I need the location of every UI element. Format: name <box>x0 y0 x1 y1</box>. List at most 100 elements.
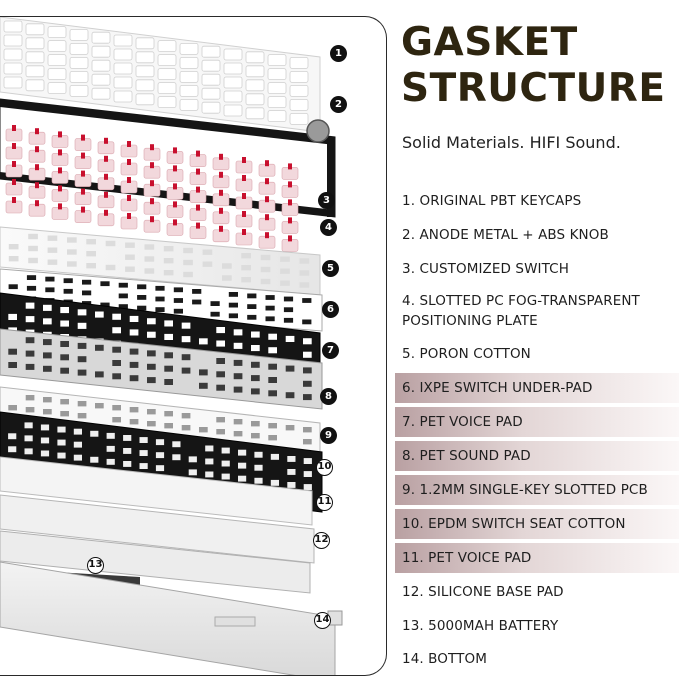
epdm-cotton-layer <box>0 456 313 526</box>
pcb-slot <box>106 432 115 439</box>
feature-label: 1. ORIGINAL PBT KEYCAPS <box>402 193 582 209</box>
plate-slot <box>67 249 77 255</box>
pet-hole <box>164 352 173 359</box>
pcb-slot <box>155 439 165 446</box>
switch-stem <box>150 162 154 169</box>
keycap <box>267 110 287 122</box>
plate-slot <box>241 253 251 259</box>
sound-pad-dot <box>60 411 69 417</box>
keycap <box>157 54 177 66</box>
feature-item-2: 2. ANODE METAL + ABS KNOB <box>395 224 679 246</box>
pet-hole <box>95 344 104 351</box>
poron-hole <box>118 304 128 309</box>
switch-stem <box>242 229 246 235</box>
poron-hole <box>283 307 294 313</box>
feature-item-5: 5. PORON COTTON <box>395 343 679 365</box>
switch-stem <box>12 143 16 149</box>
poron-hole <box>247 314 257 320</box>
poron-hole <box>137 295 147 300</box>
pcb-slot <box>57 452 66 459</box>
switch-stem <box>81 152 85 159</box>
keycap <box>3 62 23 75</box>
ixpe-hole <box>95 311 104 318</box>
feature-label: 10. EPDM SWITCH SEAT COTTON <box>402 516 626 532</box>
ixpe-hole <box>77 309 87 316</box>
plate-slot <box>183 271 193 278</box>
switch-stem <box>219 171 223 178</box>
plate-slot <box>183 259 193 266</box>
keycap <box>267 96 287 108</box>
sound-pad-dot <box>25 395 35 401</box>
poron-hole <box>265 295 275 300</box>
knob-icon <box>306 119 330 143</box>
pcb-slot <box>287 456 296 462</box>
plate-slot <box>299 258 310 264</box>
sound-pad-dot <box>216 429 225 435</box>
pet-hole <box>216 384 225 391</box>
pcb-slot <box>238 449 247 456</box>
plate-slot <box>163 270 174 276</box>
pet-hole <box>60 354 69 361</box>
plate-slot <box>144 244 155 250</box>
keycap <box>91 87 111 100</box>
ixpe-hole <box>251 331 260 338</box>
pcb-slot <box>139 450 148 456</box>
switch-stem <box>265 232 269 239</box>
pet-hole <box>216 358 225 364</box>
keycap <box>47 68 67 80</box>
switch-stem <box>288 181 292 188</box>
feature-label: 2. ANODE METAL + ABS KNOB <box>402 227 609 243</box>
pet-hole <box>112 373 121 380</box>
keycap <box>135 65 155 78</box>
feature-label: 6. IXPE SWITCH UNDER-PAD <box>402 380 593 396</box>
plate-slot <box>280 268 290 274</box>
pcb-slot <box>270 479 279 486</box>
plate-slot <box>260 278 271 285</box>
keycap <box>25 65 45 78</box>
switch-stem <box>12 161 16 167</box>
ixpe-hole <box>251 345 260 352</box>
pet-hole <box>233 373 243 380</box>
ixpe-hole <box>112 313 121 320</box>
keycap <box>201 59 221 72</box>
pcb-slot <box>8 433 17 440</box>
bottom-case <box>0 561 336 675</box>
switch-stem <box>58 131 62 138</box>
switch-stem <box>242 193 246 199</box>
layer-number-6: 6 <box>322 301 339 318</box>
poron-hole <box>210 301 220 306</box>
pcb-slot <box>287 482 296 488</box>
sound-pad-dot <box>43 409 52 415</box>
keycap <box>135 37 155 50</box>
poron-hole <box>265 316 275 322</box>
pcb-slot <box>73 454 82 461</box>
switch-stem <box>58 185 62 192</box>
switch-stem <box>173 147 177 154</box>
pet-hole <box>303 394 312 401</box>
ixpe-hole <box>43 304 52 311</box>
plate-slot <box>163 258 174 264</box>
plate-slot <box>67 237 77 243</box>
keycap <box>113 48 133 61</box>
ixpe-hole <box>233 342 243 349</box>
keycap <box>201 101 221 114</box>
keycap <box>245 51 265 64</box>
feature-label: 7. PET VOICE PAD <box>402 414 523 430</box>
keycap <box>69 85 89 97</box>
feature-label: 12. SILICONE BASE PAD <box>402 584 564 600</box>
pet-hole <box>112 360 121 366</box>
layer-stack-drawing <box>0 17 343 675</box>
ixpe-hole <box>285 335 295 342</box>
pcb-slot <box>24 435 33 442</box>
keycap <box>69 28 89 41</box>
pet-hole <box>25 337 35 344</box>
pcb-slot <box>303 471 312 477</box>
pet-hole <box>251 388 260 395</box>
feature-label: 5. PORON COTTON <box>402 346 531 362</box>
switch-stem <box>35 182 39 189</box>
ixpe-hole <box>303 338 312 345</box>
ixpe-hole <box>129 315 139 322</box>
poron-hole <box>210 311 220 317</box>
sound-pad-dot <box>251 433 260 439</box>
pet-hole <box>199 369 208 376</box>
